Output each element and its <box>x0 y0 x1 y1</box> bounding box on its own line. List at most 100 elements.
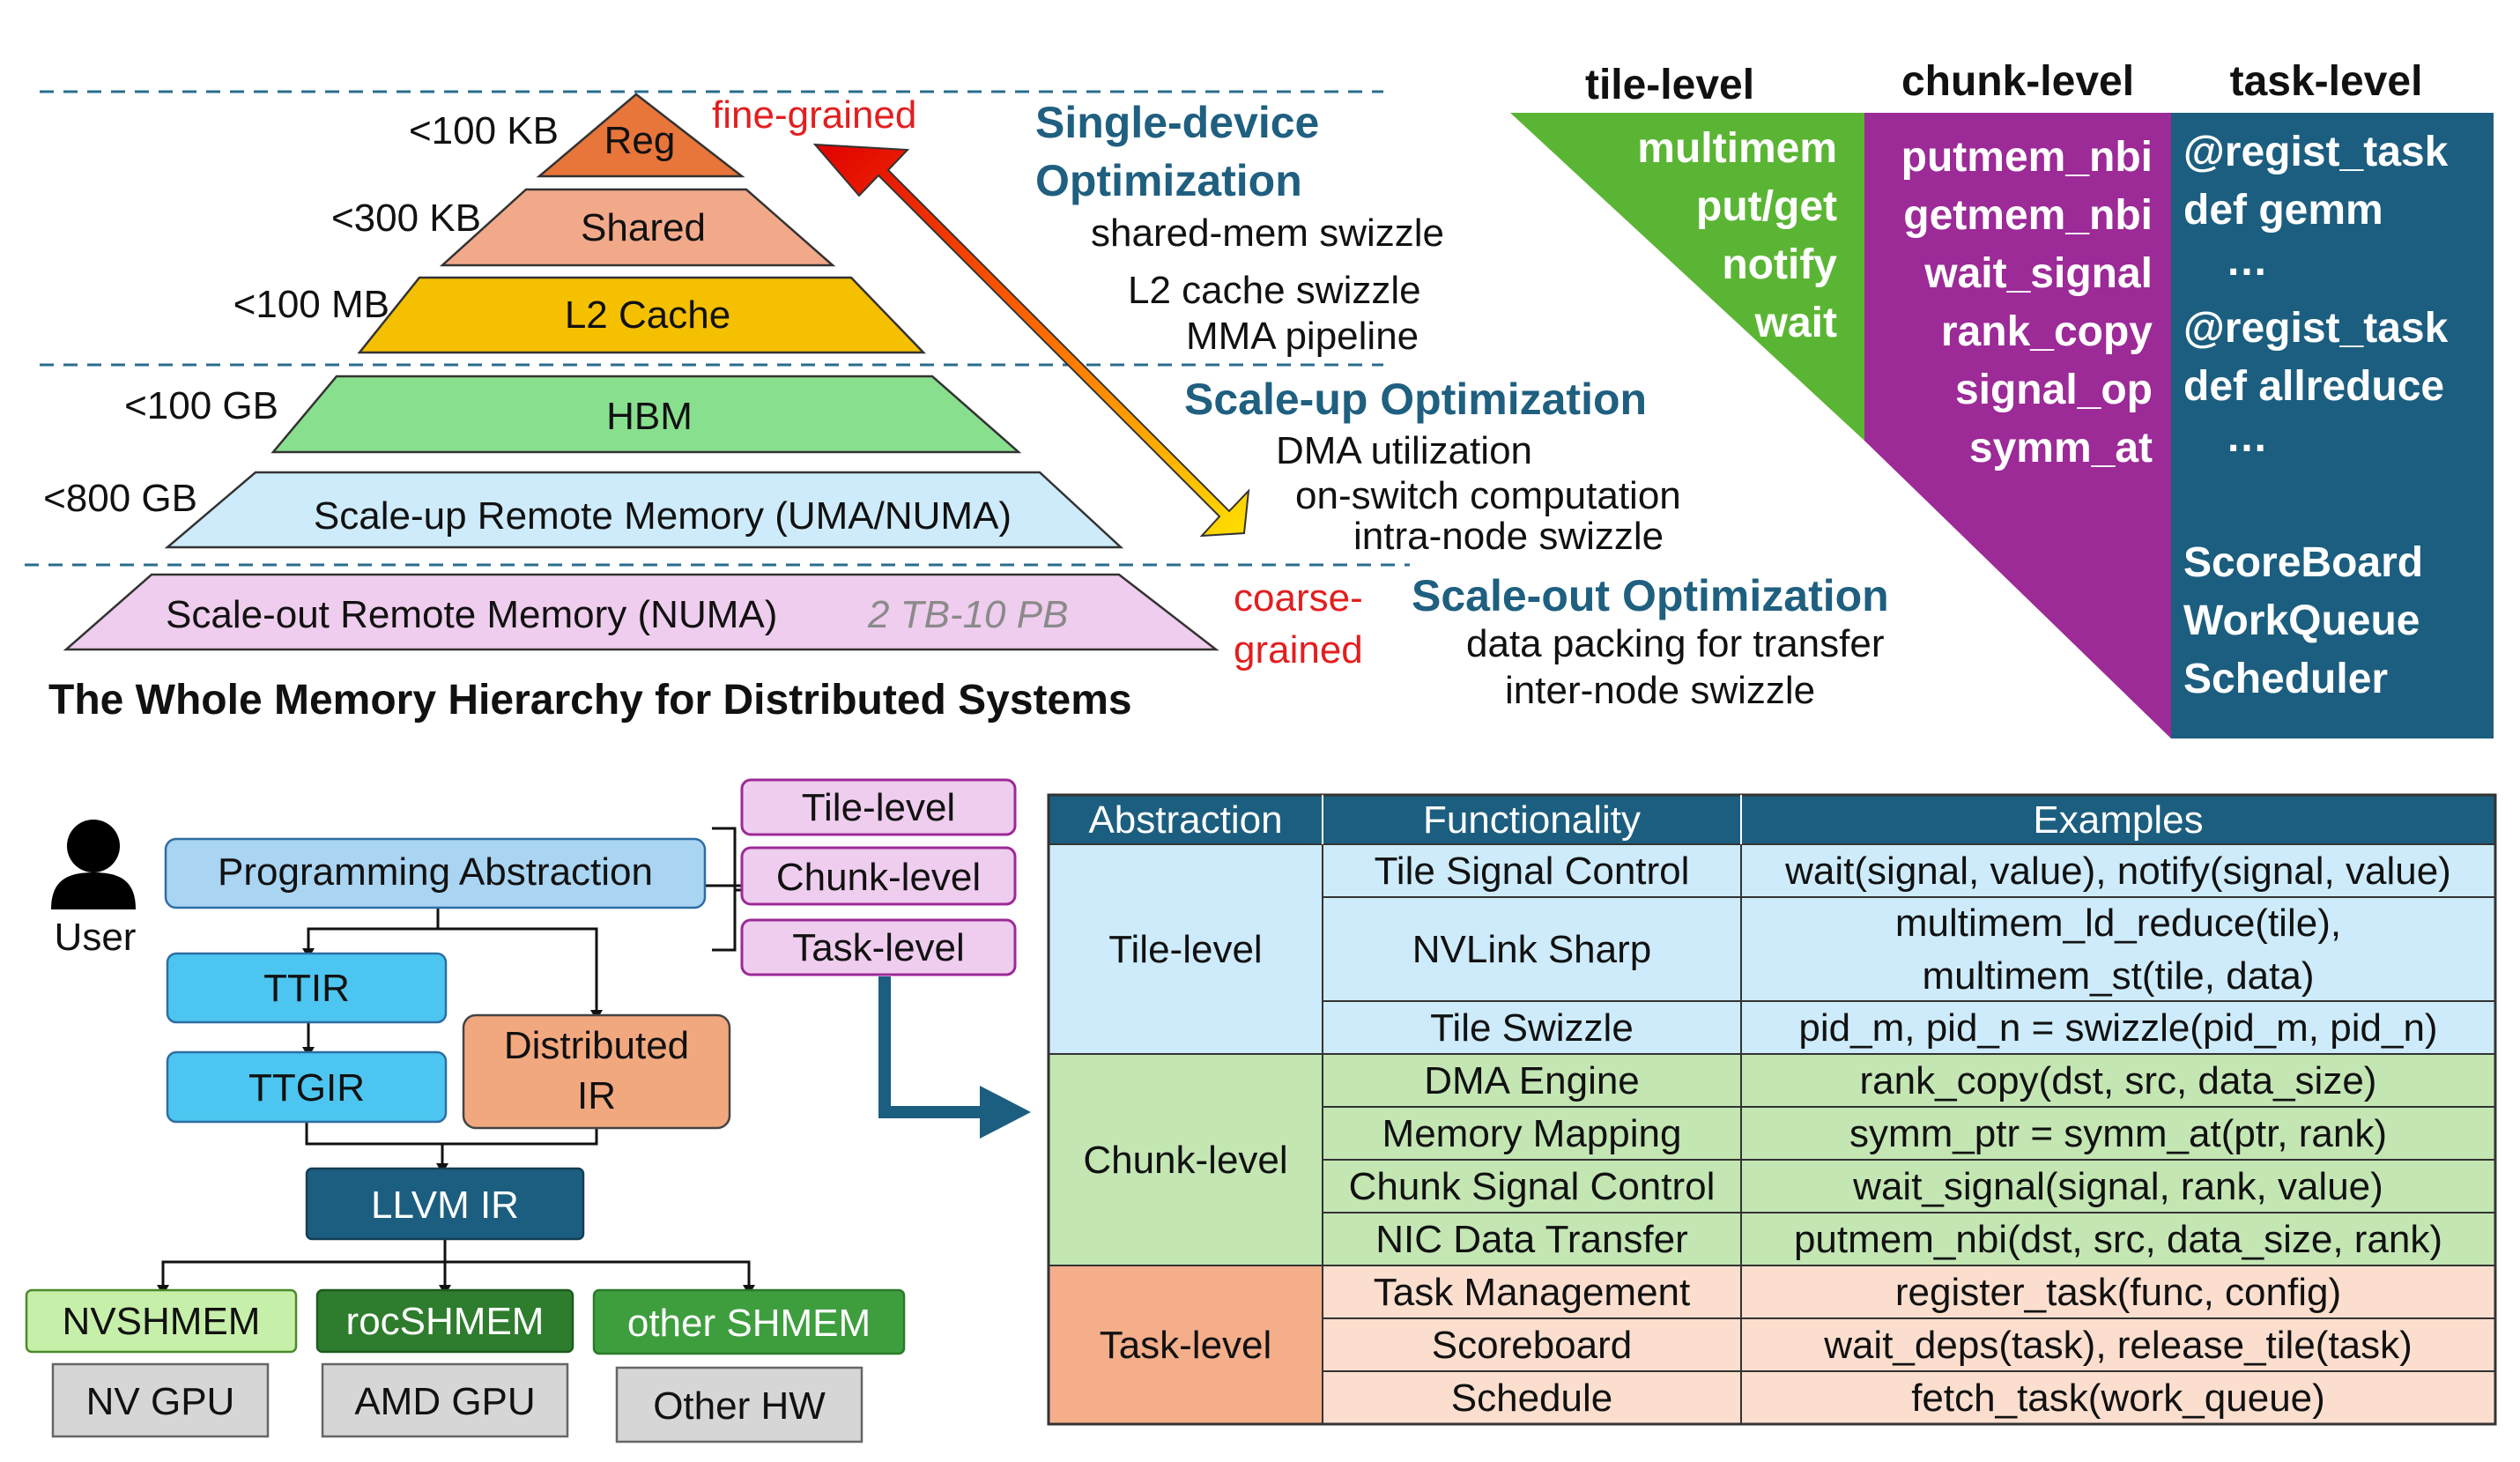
table-example: fetch_task(work_queue) <box>1911 1377 2325 1420</box>
single-device-item-1: shared-mem swizzle <box>1091 212 1444 255</box>
chunk-item-symm-at: symm_at <box>1969 425 2153 471</box>
scale-up-item-1: DMA utilization <box>1276 429 1532 472</box>
table-group-label: Chunk-level <box>1083 1139 1287 1182</box>
task-item-scoreboard: ScoreBoard <box>2183 539 2423 586</box>
task-item-regist-task-1: @regist_task <box>2183 129 2449 175</box>
othershmem-label: other SHMEM <box>627 1302 871 1345</box>
table-row-functionality-cell <box>1322 1053 1742 1108</box>
llvm-ir-box <box>305 1167 585 1241</box>
table-example: wait_signal(signal, rank, value) <box>1852 1165 2383 1208</box>
level-dividers <box>25 90 1410 567</box>
pyramid-label-l2: L2 Cache <box>565 293 730 337</box>
single-device-title-1: Single-device <box>1035 98 1319 147</box>
table-row-functionality-cell <box>1322 1212 1742 1266</box>
scale-out-item-1: data packing for transfer <box>1466 622 1884 665</box>
distributed-ir-label-2: IR <box>577 1074 616 1117</box>
pyramid-capacities: <100 KB <300 KB <100 MB <100 GB <800 GB <box>43 109 559 520</box>
task-level-header: task-level <box>2230 58 2423 105</box>
table-functionality: Tile Swizzle <box>1430 1006 1634 1050</box>
tile-item-multimem: multimem <box>1637 125 1837 172</box>
capacity-hbm: <100 GB <box>124 384 278 427</box>
table-group-cell <box>1048 843 1323 1055</box>
pyramid-level-l2-cache <box>357 276 926 354</box>
table-header-examples: Examples <box>2033 798 2203 842</box>
table-row-functionality-cell <box>1322 1317 1742 1372</box>
table-example: wait_deps(task), release_tile(task) <box>1823 1324 2413 1367</box>
programming-abstraction-box <box>164 837 707 909</box>
rocshmem-label: rocSHMEM <box>346 1300 545 1343</box>
nv-gpu-box <box>51 1362 270 1438</box>
table-header-row <box>1049 795 2495 844</box>
pyramid-label-scale-up: Scale-up Remote Memory (UMA/NUMA) <box>314 494 1012 538</box>
task-item-regist-task-2: @regist_task <box>2183 305 2449 352</box>
table-row-examples-cell <box>1740 843 2496 898</box>
table-example: wait(signal, value), notify(signal, valu… <box>1784 850 2451 893</box>
abstraction-label-tile: Tile-level <box>802 786 955 829</box>
table-row-functionality-cell <box>1322 1106 1742 1161</box>
table-example: symm_ptr = symm_at(ptr, rank) <box>1849 1112 2387 1155</box>
pyramid-level-hbm <box>271 375 1022 454</box>
pyramid-level-scale-out-memory <box>63 573 1219 651</box>
chunk-item-getmem-nbi: getmem_nbi <box>1903 192 2153 239</box>
task-level-panel <box>2171 113 2494 738</box>
task-level-items: @regist_task def gemm … @regist_task def… <box>2183 129 2449 702</box>
tile-level-panel <box>1510 113 1864 441</box>
distributed-ir-box <box>462 1013 731 1130</box>
table-functionality: Chunk Signal Control <box>1349 1165 1716 1208</box>
scale-out-item-2: inter-node swizzle <box>1505 669 1815 712</box>
pyramid-label-shared: Shared <box>581 206 706 249</box>
table-example: register_task(func, config) <box>1895 1271 2341 1314</box>
capacity-shared: <300 KB <box>331 197 481 240</box>
task-item-scheduler: Scheduler <box>2183 656 2388 702</box>
levels-panel: tile-level chunk-level task-level multim… <box>1510 58 2494 738</box>
single-device-optimization: Single-device Optimization shared-mem sw… <box>1035 98 1444 358</box>
scale-out-title: Scale-out Optimization <box>1412 571 1889 620</box>
pyramid-level-shared <box>439 188 836 267</box>
chunk-level-header: chunk-level <box>1901 58 2134 105</box>
scale-up-optimization: Scale-up Optimization DMA utilization on… <box>1184 375 1681 558</box>
pyramid-label-hbm: HBM <box>606 395 693 438</box>
tile-item-notify: notify <box>1722 241 1837 288</box>
programming-abstraction-label: Programming Abstraction <box>218 850 653 894</box>
chunk-level-panel <box>1864 113 2171 441</box>
ttgir-box <box>166 1050 448 1124</box>
task-item-ellipsis-2: … <box>2226 414 2268 461</box>
table-row-examples-cell <box>1740 1106 2496 1161</box>
connector-llvm-to-backends <box>161 1239 447 1288</box>
rocshmem-box <box>315 1288 574 1354</box>
connector-split-to-distributed <box>438 927 598 1013</box>
ttgir-label: TTGIR <box>248 1066 365 1109</box>
chunk-item-rank-copy: rank_copy <box>1941 308 2153 355</box>
amd-gpu-box <box>321 1362 569 1438</box>
amd-gpu-label: AMD GPU <box>354 1380 535 1423</box>
pyramid-capacity-scale-out: 2 TB-10 PB <box>867 593 1068 636</box>
capacity-l2: <100 MB <box>233 283 389 326</box>
table-group-label: Tile-level <box>1108 928 1262 971</box>
arrowhead-to-table <box>980 1086 1031 1139</box>
task-item-def-gemm: def gemm <box>2183 187 2383 234</box>
connector-distributed-to-llvm <box>442 1128 598 1146</box>
table-header-abstraction: Abstraction <box>1088 798 1282 842</box>
compiler-flow: User Programming Abstraction <box>25 778 1031 1443</box>
table-example: multimem_ld_reduce(tile), <box>1895 902 2341 945</box>
tile-level-items: multimem put/get notify wait <box>1637 125 1837 346</box>
user-icon <box>51 820 136 909</box>
table-example: multimem_st(tile, data) <box>1922 954 2314 998</box>
table-functionality: Memory Mapping <box>1382 1112 1682 1155</box>
abstraction-box-chunk <box>740 846 1017 906</box>
coarse-grained-label-2: grained <box>1234 628 1363 672</box>
user-icon-head <box>67 820 120 872</box>
pyramid-level-reg <box>536 93 745 178</box>
tile-item-wait: wait <box>1754 300 1837 346</box>
table-row-examples-cell <box>1740 1053 2496 1108</box>
chunk-level-panel-tail <box>1864 441 2171 738</box>
abstraction-label-task: Task-level <box>792 926 965 969</box>
table-functionality: NIC Data Transfer <box>1375 1218 1688 1261</box>
table-group-cell <box>1048 1265 1323 1425</box>
othershmem-box <box>592 1288 906 1355</box>
chunk-item-wait-signal: wait_signal <box>1923 250 2153 297</box>
abstraction-box-task <box>740 918 1017 976</box>
table-functionality: Scoreboard <box>1432 1324 1632 1367</box>
llvm-ir-label: LLVM IR <box>371 1184 519 1227</box>
